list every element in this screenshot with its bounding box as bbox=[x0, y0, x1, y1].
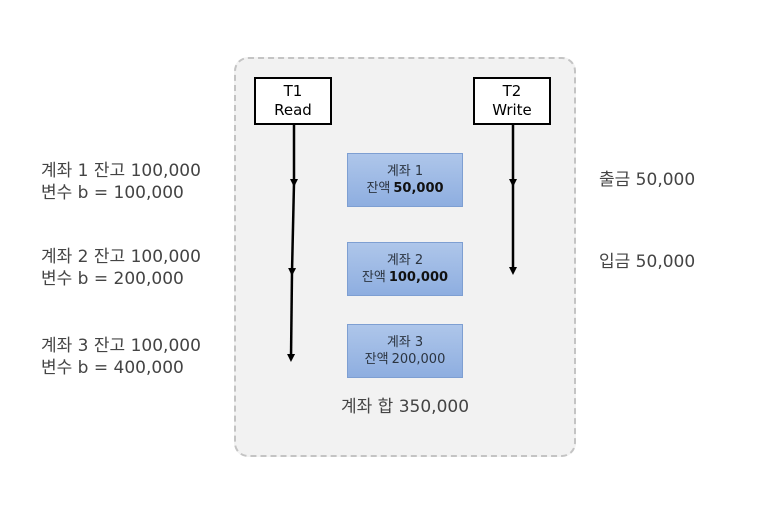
account-1-balance: 50,000 bbox=[393, 181, 444, 196]
right-note-withdraw: 출금 50,000 bbox=[599, 170, 696, 190]
transaction-t1-name: T1 bbox=[283, 82, 303, 100]
transaction-t2-op: Write bbox=[492, 101, 532, 119]
left-note-2-line1: 계좌 2 잔고 100,000 bbox=[41, 247, 201, 267]
account-2-balance: 100,000 bbox=[388, 270, 449, 285]
left-note-3-line1: 계좌 3 잔고 100,000 bbox=[41, 336, 201, 356]
account-1-balance-label: 잔액 bbox=[366, 181, 391, 196]
account-total: 계좌 합 350,000 bbox=[340, 397, 470, 417]
left-note-3-line2: 변수 b = 400,000 bbox=[41, 358, 184, 378]
right-note-deposit: 입금 50,000 bbox=[599, 252, 696, 272]
account-1-title: 계좌 1 bbox=[386, 164, 424, 179]
account-3-title: 계좌 3 bbox=[386, 335, 424, 350]
account-3-balance: 200,000 bbox=[391, 352, 446, 367]
account-2-balance-label: 잔액 bbox=[361, 270, 386, 285]
t1-arrow-2 bbox=[288, 182, 297, 276]
transaction-t2-box: T2 Write bbox=[473, 77, 551, 125]
left-note-2-line2: 변수 b = 200,000 bbox=[41, 269, 184, 289]
t1-arrow-3 bbox=[287, 271, 296, 362]
left-note-3: 계좌 3 잔고 100,000 변수 b = 400,000 bbox=[41, 335, 201, 379]
transaction-t1-box: T1 Read bbox=[254, 77, 332, 125]
account-3-balance-label: 잔액 bbox=[364, 352, 389, 367]
left-note-2: 계좌 2 잔고 100,000 변수 b = 200,000 bbox=[41, 246, 201, 290]
left-note-1: 계좌 1 잔고 100,000 변수 b = 100,000 bbox=[41, 160, 201, 204]
transaction-t1-op: Read bbox=[274, 101, 312, 119]
left-note-1-line1: 계좌 1 잔고 100,000 bbox=[41, 161, 201, 181]
account-2-title: 계좌 2 bbox=[386, 253, 424, 268]
left-note-1-line2: 변수 b = 100,000 bbox=[41, 183, 184, 203]
transaction-t2-name: T2 bbox=[502, 82, 522, 100]
